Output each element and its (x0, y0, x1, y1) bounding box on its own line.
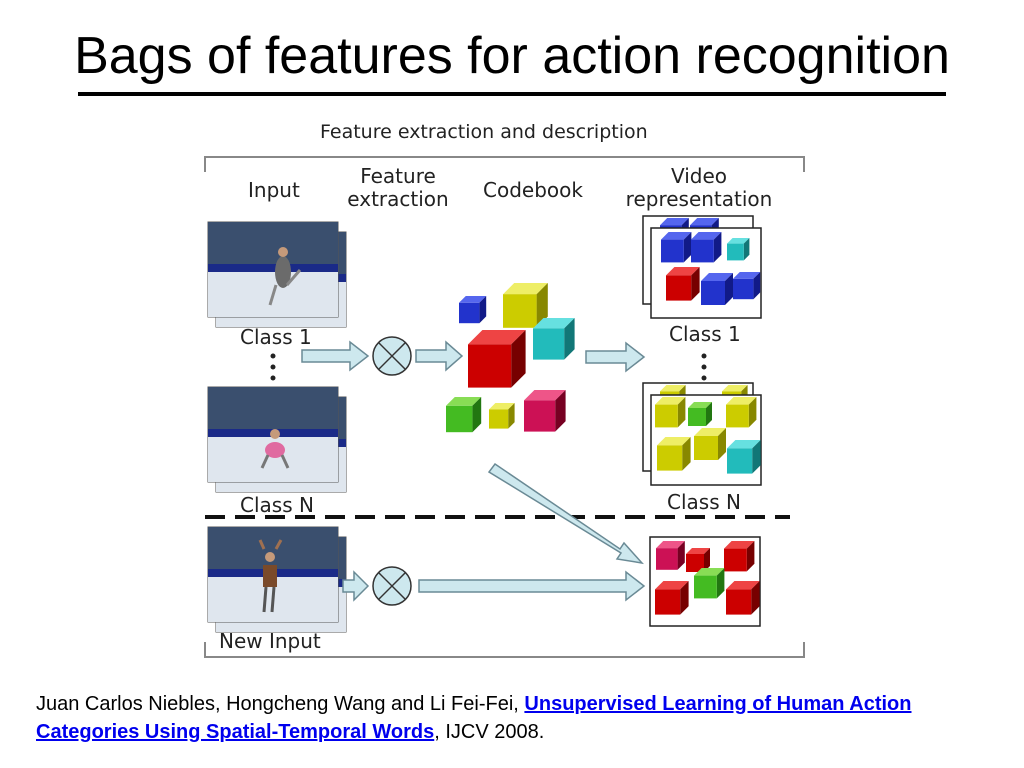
diagram-bracket-top (204, 156, 805, 172)
label-classN-left: Class N (240, 493, 314, 517)
skater-figure (258, 539, 283, 613)
skater-figure (260, 429, 290, 469)
column-video-rep-1: Video (671, 164, 727, 188)
slide-title: Bags of features for action recognition (74, 27, 950, 85)
label-class1-right: Class 1 (669, 322, 741, 346)
ellipsis-dots-right (701, 353, 707, 381)
column-feature-extraction-1: Feature (360, 164, 436, 188)
arrow-extract-to-codebook (415, 340, 464, 372)
arrow-extract-to-new-representation (418, 570, 646, 602)
arrow-new-input-to-extract (342, 570, 370, 602)
ellipsis-dots-left (270, 353, 276, 381)
video-rep-class1 (642, 215, 762, 319)
input-class1-frames (207, 221, 347, 328)
label-class1-left: Class 1 (240, 325, 312, 349)
diagram-header: Feature extraction and description (320, 121, 648, 143)
label-new-input: New Input (219, 629, 321, 653)
codebook-cubes (446, 283, 575, 433)
citation-authors: Juan Carlos Niebles, Hongcheng Wang and … (36, 693, 525, 715)
video-rep-classN (642, 382, 762, 486)
citation: Juan Carlos Niebles, Hongcheng Wang and … (36, 690, 996, 746)
column-input: Input (248, 178, 300, 202)
column-video-rep-2: representation (626, 187, 773, 211)
title-underline (78, 92, 946, 96)
citation-venue: , IJCV 2008. (434, 721, 545, 743)
arrow-codebook-to-new-representation (487, 462, 644, 565)
column-codebook: Codebook (483, 178, 583, 202)
diagram-bracket-bottom (204, 642, 805, 658)
new-feature-extraction-operator (372, 566, 412, 606)
arrow-codebook-to-representation (585, 341, 646, 373)
input-classN-frames (207, 386, 347, 493)
paper-link[interactable]: Unsupervised Learning of Human Action Ca… (36, 693, 912, 743)
skater-figure (268, 247, 302, 306)
arrow-input-to-extract (301, 340, 370, 372)
new-input-frames (207, 526, 347, 633)
column-feature-extraction-2: extraction (347, 187, 448, 211)
label-classN-right: Class N (667, 490, 741, 514)
new-video-representation (649, 536, 761, 627)
feature-extraction-operator (372, 336, 412, 376)
